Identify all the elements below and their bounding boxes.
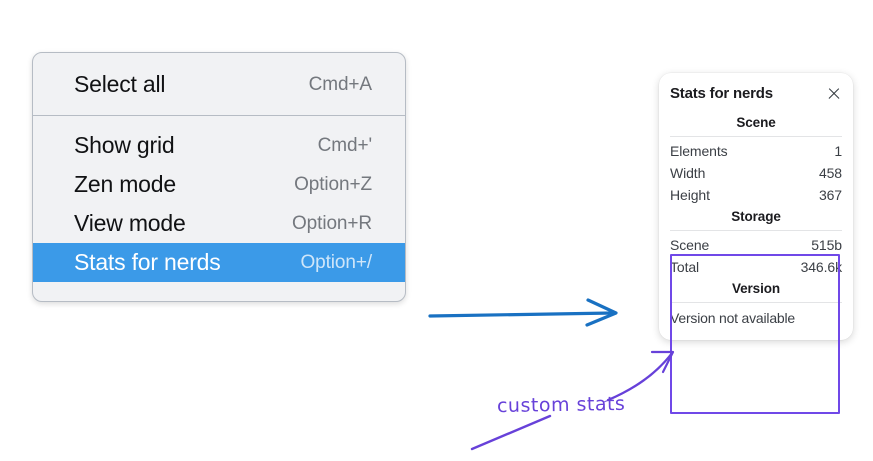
menu-item-shortcut: Option+R — [292, 212, 372, 234]
stat-key: Elements — [670, 143, 728, 159]
stat-value: 515b — [811, 237, 842, 253]
stat-key: Width — [670, 165, 706, 181]
stat-row-elements: Elements 1 — [670, 140, 842, 162]
menu-item-select-all[interactable]: Select all Cmd+A — [33, 65, 405, 104]
purple-arrow-lower — [470, 414, 552, 451]
menu-item-label: View mode — [74, 210, 186, 236]
stat-version-value: Version not available — [670, 310, 795, 326]
stat-value: 346.6k — [800, 259, 843, 275]
close-icon[interactable] — [826, 86, 842, 102]
menu-item-label: Show grid — [74, 132, 175, 158]
menu-item-shortcut: Cmd+A — [308, 73, 372, 95]
stat-key: Scene — [670, 237, 710, 253]
stat-row-storage-scene: Scene 515b — [670, 234, 842, 256]
menu-group-2: Show grid Cmd+' Zen mode Option+Z View m… — [33, 116, 405, 291]
stat-value: 1 — [834, 143, 842, 159]
annotation-label-custom-stats: custom stats — [496, 392, 626, 418]
stat-key: Total — [670, 259, 700, 275]
menu-item-shortcut: Cmd+' — [317, 134, 372, 156]
menu-item-label: Stats for nerds — [74, 249, 221, 275]
stat-row-height: Height 367 — [670, 184, 842, 206]
section-divider — [670, 230, 842, 231]
stat-row-storage-total: Total 346.6k — [670, 256, 842, 278]
section-divider — [670, 136, 842, 137]
menu-item-label: Zen mode — [74, 171, 176, 197]
canvas-context-menu[interactable]: Select all Cmd+A Show grid Cmd+' Zen mod… — [32, 52, 406, 302]
section-heading-version: Version — [731, 281, 781, 296]
menu-item-view-mode[interactable]: View mode Option+R — [33, 204, 405, 243]
blue-arrow — [428, 298, 618, 327]
menu-separator — [33, 115, 405, 116]
section-heading-scene: Scene — [736, 115, 776, 130]
menu-item-show-grid[interactable]: Show grid Cmd+' — [33, 126, 405, 165]
menu-item-shortcut: Option+/ — [300, 251, 372, 273]
stats-panel-titlebar: Stats for nerds — [670, 83, 842, 112]
stat-row-width: Width 458 — [670, 162, 842, 184]
section-heading-storage: Storage — [731, 209, 781, 224]
stats-for-nerds-panel: Stats for nerds Scene Elements 1 Width 4… — [659, 73, 853, 340]
menu-item-label: Select all — [74, 71, 166, 97]
stat-value: 367 — [818, 187, 842, 203]
menu-group-1: Select all Cmd+A — [33, 53, 405, 115]
stat-value: 458 — [818, 165, 842, 181]
menu-item-shortcut: Option+Z — [294, 173, 372, 195]
stat-key: Height — [670, 187, 710, 203]
stats-panel-title: Stats for nerds — [670, 85, 773, 102]
menu-item-zen-mode[interactable]: Zen mode Option+Z — [33, 165, 405, 204]
section-divider — [670, 302, 842, 303]
menu-item-stats-for-nerds[interactable]: Stats for nerds Option+/ — [33, 243, 405, 282]
